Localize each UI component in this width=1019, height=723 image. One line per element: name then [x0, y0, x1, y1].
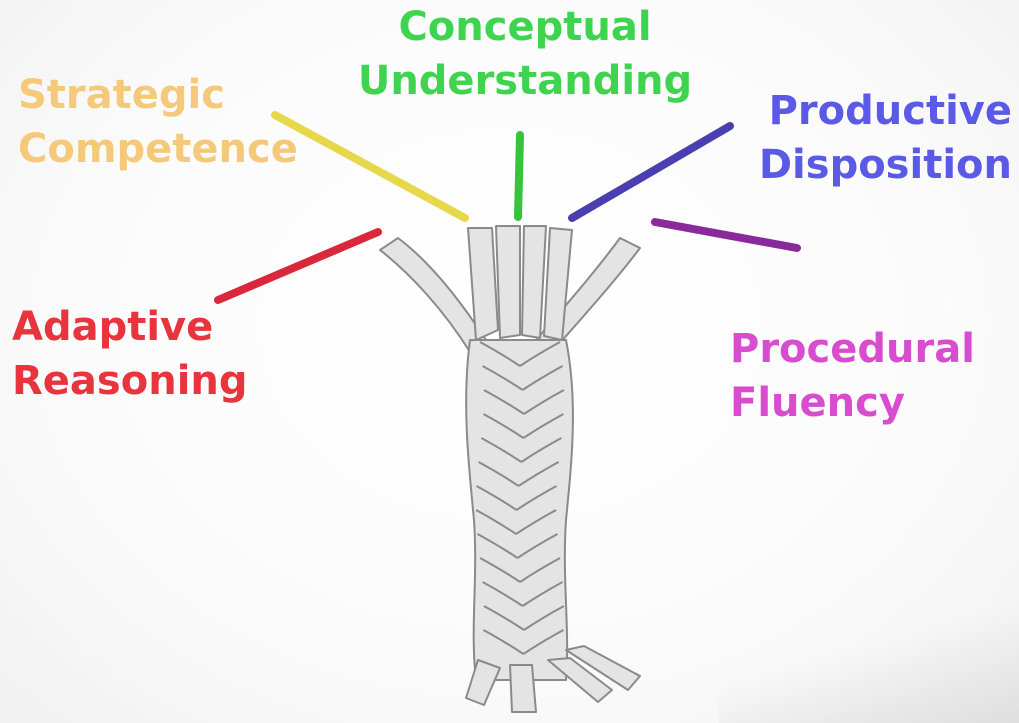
label-procedural-line-2: Fluency	[730, 376, 975, 430]
label-adaptive-reasoning: Adaptive Reasoning	[12, 300, 248, 408]
rope-bottom-strand-center	[510, 665, 536, 712]
label-strategic-line-1: Strategic	[18, 68, 298, 122]
conceptual-pointer-line	[518, 135, 520, 217]
label-procedural-fluency: Procedural Fluency	[730, 322, 975, 430]
rope-bottom-strand-left	[466, 660, 500, 705]
label-conceptual-understanding: Conceptual Understanding	[355, 0, 695, 108]
rope-braid-body	[466, 340, 573, 680]
label-conceptual-line-1: Conceptual	[355, 0, 695, 54]
label-adaptive-line-2: Reasoning	[12, 354, 248, 408]
procedural-pointer-line	[655, 222, 797, 248]
adaptive-pointer-line	[218, 232, 378, 300]
label-adaptive-line-1: Adaptive	[12, 300, 248, 354]
productive-pointer-line	[572, 126, 730, 218]
braided-rope	[380, 226, 640, 712]
label-productive-disposition: Productive Disposition	[750, 84, 1012, 192]
label-strategic-line-2: Competence	[18, 122, 298, 176]
rope-top-strand-center-3	[522, 226, 546, 338]
rope-top-strand-center-2	[496, 226, 520, 338]
label-productive-line-1: Productive	[750, 84, 1012, 138]
strategic-pointer-line	[275, 115, 465, 218]
label-strategic-competence: Strategic Competence	[18, 68, 298, 176]
label-productive-line-2: Disposition	[750, 138, 1012, 192]
label-procedural-line-1: Procedural	[730, 322, 975, 376]
label-conceptual-line-2: Understanding	[355, 54, 695, 108]
